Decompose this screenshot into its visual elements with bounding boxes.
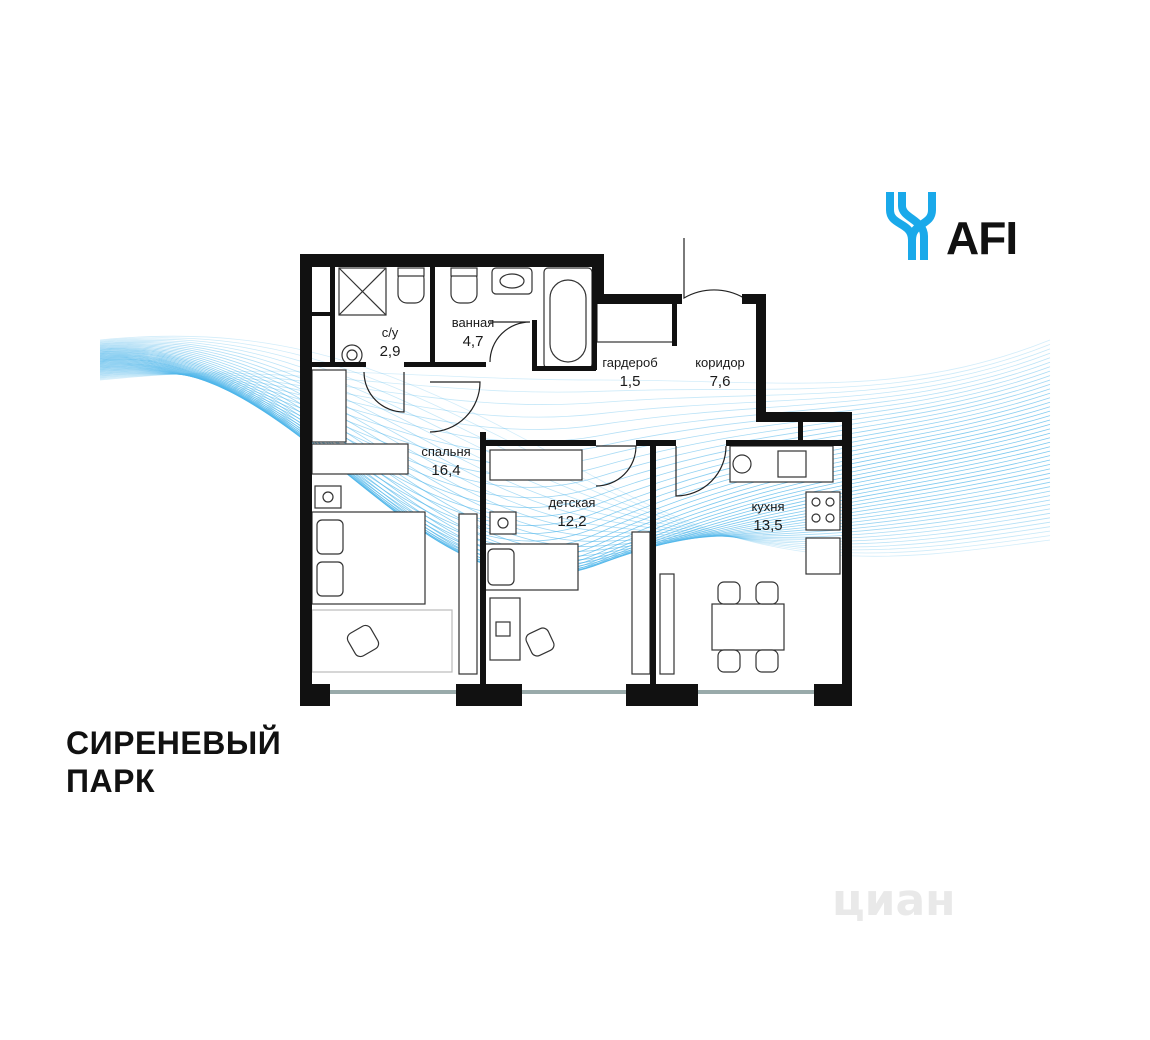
wave-line <box>99 366 1051 534</box>
room-label-kids: детская 12,2 <box>530 494 614 532</box>
room-area: 13,5 <box>753 516 783 534</box>
chair <box>717 581 741 605</box>
wave-line <box>99 350 1051 557</box>
room-label-hall: коридор 7,6 <box>680 354 760 392</box>
room-label-wc: с/у 2,9 <box>355 324 425 362</box>
room-area: 12,2 <box>557 512 587 530</box>
walls <box>300 254 852 706</box>
project-title: СИРЕНЕВЫЙ ПАРК <box>66 724 281 800</box>
tall-cabinet <box>631 531 651 675</box>
room-area: 2,9 <box>379 342 401 360</box>
watermark: циан <box>832 875 956 926</box>
wave-line <box>99 361 1051 443</box>
tall-cabinet <box>659 573 675 675</box>
room-area: 1,5 <box>619 372 641 390</box>
chair <box>755 649 779 673</box>
room-name: спальня <box>421 444 471 459</box>
desk <box>311 609 453 673</box>
bedroom-wardrobe <box>311 443 409 475</box>
wave-line <box>99 367 1051 518</box>
wave-line <box>99 365 1051 542</box>
fridge <box>805 537 841 575</box>
chair <box>717 649 741 673</box>
wardrobe-shelf <box>596 299 674 343</box>
room-area: 16,4 <box>431 461 461 479</box>
wave-line <box>99 348 1051 405</box>
room-label-kitchen: кухня 13,5 <box>730 498 806 536</box>
dining-table <box>711 603 785 651</box>
wave-line <box>99 335 1051 557</box>
wave-line <box>99 347 1051 542</box>
kitchen-sink <box>777 450 807 478</box>
room-label-bath: ванная 4,7 <box>436 314 510 352</box>
wave-line <box>99 370 1051 488</box>
wave-line <box>99 339 1051 384</box>
room-area: 7,6 <box>709 372 731 390</box>
wave-line <box>99 366 1051 526</box>
room-name: гардероб <box>602 355 658 370</box>
wave-line <box>99 350 1051 561</box>
office-chair <box>346 624 380 658</box>
room-name: с/у <box>381 325 399 340</box>
bedroom-wardrobe <box>311 369 347 443</box>
room-name: коридор <box>695 355 745 370</box>
wave-line <box>99 342 1051 543</box>
room-label-wardrobe: гардероб 1,5 <box>590 354 670 392</box>
wave-line <box>99 344 1051 393</box>
kids-wardrobe <box>489 449 583 481</box>
wave-line <box>99 352 1051 418</box>
room-area: 4,7 <box>462 332 484 350</box>
wave-line <box>99 345 1051 537</box>
door-swings <box>363 238 745 497</box>
wave-line <box>99 338 1051 551</box>
wave-line <box>99 339 1051 548</box>
washer <box>732 454 752 474</box>
project-title-line-2: ПАРК <box>66 763 155 799</box>
wave-line <box>99 364 1051 549</box>
tall-cabinet <box>458 513 478 675</box>
room-name: кухня <box>751 499 785 514</box>
room-name: ванная <box>451 315 495 330</box>
chair <box>755 581 779 605</box>
wave-line <box>99 368 1051 508</box>
wave-line <box>99 337 1051 554</box>
brand-name: AFI <box>946 212 1018 264</box>
office-chair <box>525 627 555 657</box>
wave-line <box>99 357 1051 430</box>
wave-line <box>99 370 1051 477</box>
wave-line <box>99 344 1051 538</box>
wave-line <box>99 341 1051 545</box>
wave-line <box>99 370 1051 466</box>
afi-logo-icon <box>886 192 936 260</box>
wave-line <box>99 369 1051 498</box>
stove <box>805 491 841 531</box>
wave-line <box>99 343 1051 540</box>
room-label-bedroom: спальня 16,4 <box>404 443 488 481</box>
furniture <box>311 267 841 675</box>
room-name: детская <box>548 495 596 510</box>
project-title-line-1: СИРЕНЕВЫЙ <box>66 725 282 761</box>
wave-line <box>99 346 1051 538</box>
